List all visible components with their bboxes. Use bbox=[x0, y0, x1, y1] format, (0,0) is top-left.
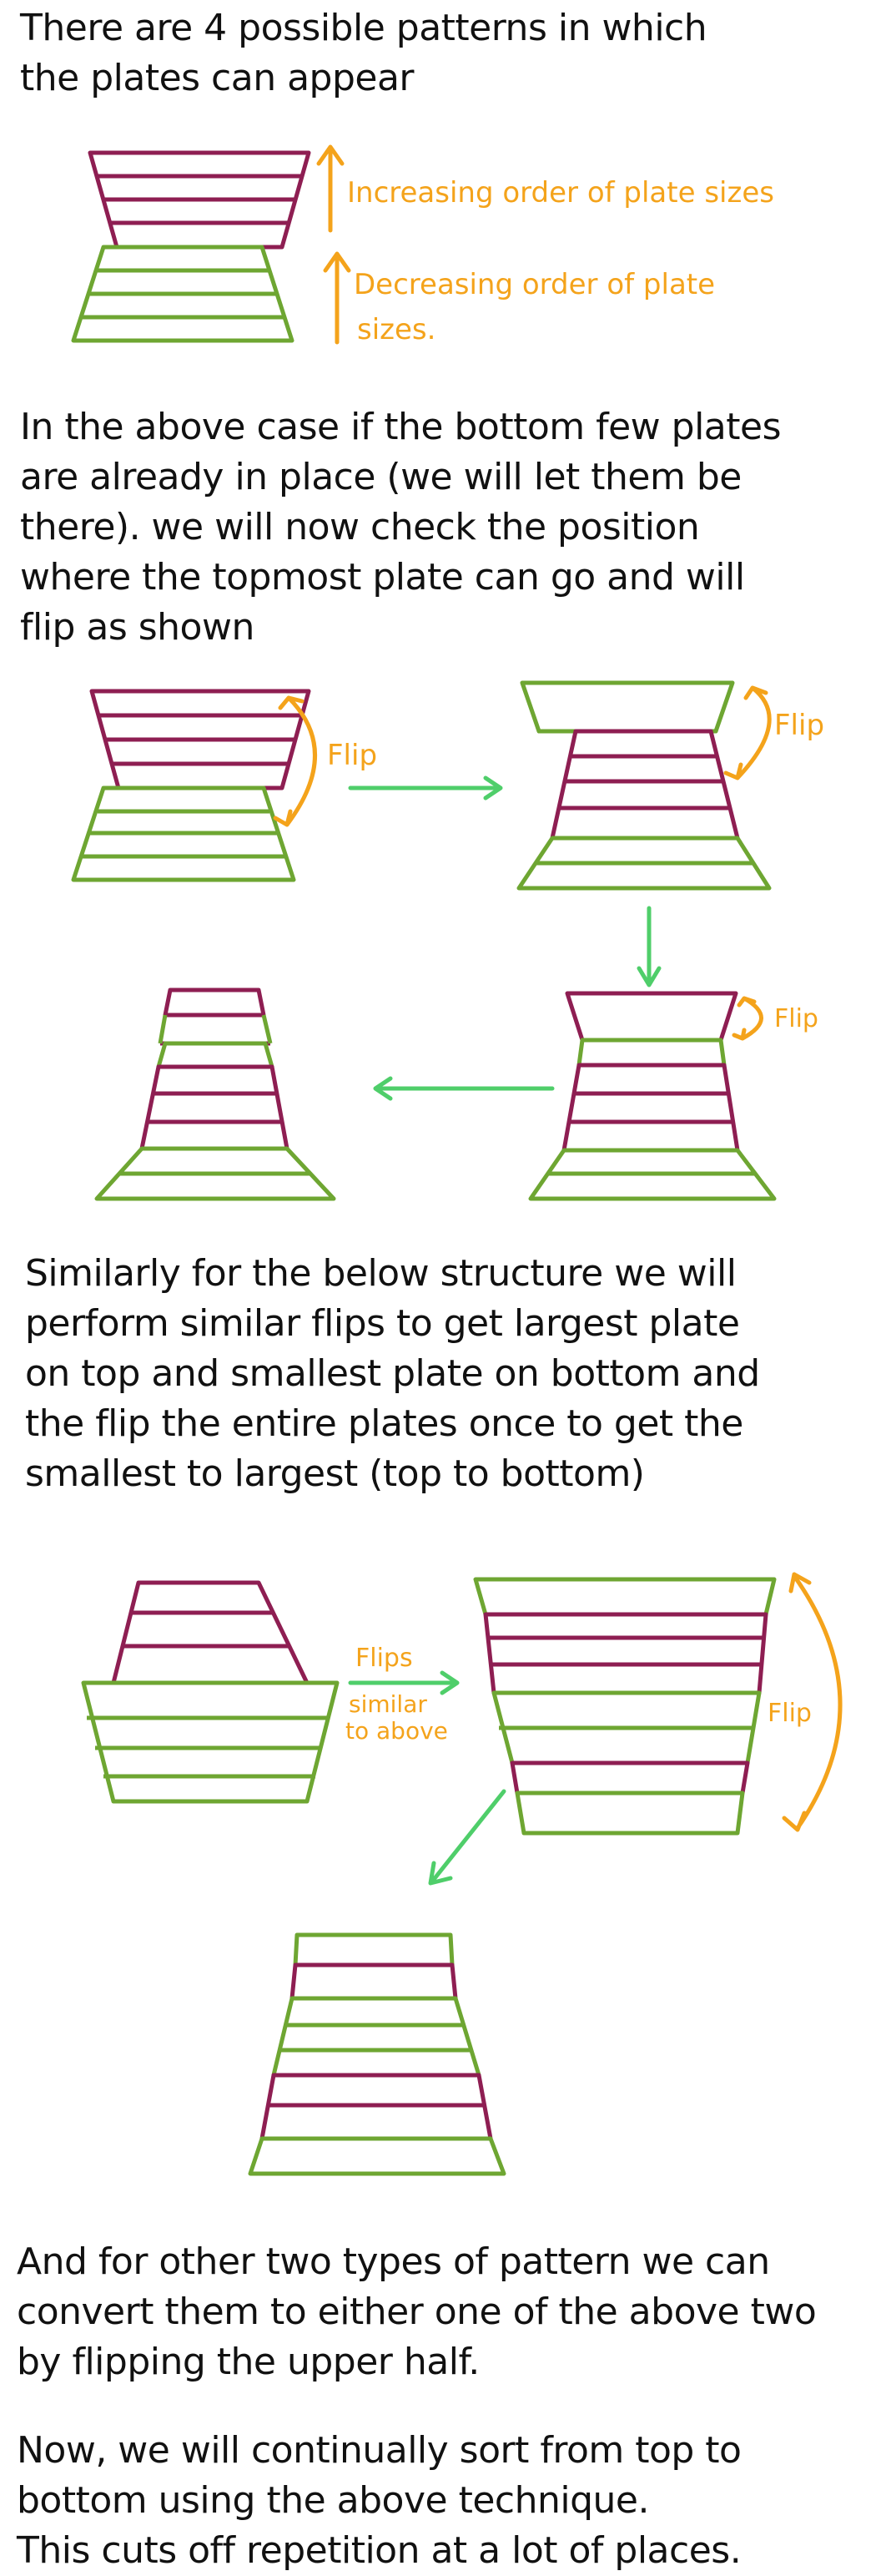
stage-c-green-bottom bbox=[528, 1148, 777, 1201]
paragraph-3: And for other two types of pattern we ca… bbox=[17, 2237, 817, 2387]
intro-line-2: the plates can appear bbox=[20, 57, 415, 99]
fig3-left-maroon bbox=[111, 1580, 310, 1685]
flip-curve-icon bbox=[732, 996, 763, 1041]
stage-a-maroon bbox=[89, 689, 311, 790]
fig1-up-arrows bbox=[316, 144, 351, 345]
fig3-bottom-green-1 bbox=[293, 1932, 455, 1967]
flip-curve-icon bbox=[273, 695, 317, 827]
fig1-maroon-stack bbox=[88, 150, 311, 250]
label-increasing: Increasing order of plate sizes bbox=[347, 176, 774, 210]
flips-label: Flips bbox=[355, 1644, 413, 1673]
fig3-bottom-maroon-2 bbox=[259, 2073, 493, 2141]
para2-line-5: smallest to largest (top to bottom) bbox=[25, 1452, 645, 1495]
para3-line-1: And for other two types of pattern we ca… bbox=[17, 2240, 770, 2283]
stage-b-green-bottom bbox=[516, 836, 772, 891]
label-decreasing-1: Decreasing order of plate bbox=[354, 268, 716, 301]
para3-line-2: convert them to either one of the above … bbox=[17, 2291, 817, 2333]
fig3-right-maroon-2 bbox=[510, 1760, 750, 1796]
right-arrow-icon bbox=[348, 1670, 460, 1695]
para1-line-2: are already in place (we will let them b… bbox=[20, 456, 742, 498]
label-decreasing-2: sizes. bbox=[357, 313, 436, 346]
fig3-right-green-2 bbox=[491, 1690, 762, 1765]
paragraph-4: Now, we will continually sort from top t… bbox=[17, 2426, 742, 2576]
para2-line-2: perform similar flips to get largest pla… bbox=[25, 1302, 740, 1345]
para2-line-1: Similarly for the below structure we wil… bbox=[25, 1252, 737, 1295]
para4-line-2: bottom using the above technique. bbox=[17, 2479, 649, 2522]
para2-line-4: the flip the entire plates once to get t… bbox=[25, 1402, 743, 1445]
fig3-bottom-green-3 bbox=[248, 2136, 506, 2176]
flip-curve-icon bbox=[782, 1572, 843, 1832]
fig3-right-maroon-1 bbox=[483, 1612, 768, 1695]
para2-line-3: on top and smallest plate on bottom and bbox=[25, 1352, 760, 1395]
similar-label-2: to above bbox=[345, 1717, 448, 1745]
stage-b-green-top bbox=[520, 680, 735, 734]
paragraph-2: Similarly for the below structure we wil… bbox=[25, 1249, 760, 1499]
similar-label-1: similar bbox=[349, 1690, 427, 1718]
fig1-green-stack bbox=[71, 245, 294, 343]
flip-label-4: Flip bbox=[768, 1699, 812, 1728]
stage-a-green bbox=[71, 785, 296, 882]
paragraph-1: In the above case if the bottom few plat… bbox=[20, 402, 782, 653]
flip-label-1: Flip bbox=[327, 739, 378, 772]
down-arrow-icon bbox=[637, 906, 662, 987]
para1-line-5: flip as shown bbox=[20, 606, 254, 649]
up-arrow-icon bbox=[316, 144, 345, 233]
flip-label-3: Flip bbox=[774, 1004, 818, 1033]
right-arrow-icon bbox=[348, 775, 503, 801]
fig3-right-green-3 bbox=[515, 1791, 745, 1836]
flip-label-2: Flip bbox=[774, 709, 825, 742]
para3-line-3: by flipping the upper half. bbox=[17, 2341, 480, 2383]
intro-line-1: There are 4 possible patterns in which bbox=[20, 7, 707, 49]
left-arrow-icon bbox=[373, 1076, 555, 1101]
flip-curve-icon bbox=[723, 685, 772, 780]
fig3-right-green-1 bbox=[473, 1577, 777, 1617]
fig3-bottom-green-2 bbox=[271, 1996, 481, 2078]
para1-line-3: there). we will now check the position bbox=[20, 506, 700, 548]
up-arrow-icon bbox=[323, 251, 351, 345]
para4-line-3: This cuts off repetition at a lot of pla… bbox=[17, 2529, 742, 2572]
stage-d-green-bottom bbox=[94, 1014, 336, 1201]
fig3-left-green bbox=[81, 1680, 340, 1804]
para1-line-1: In the above case if the bottom few plat… bbox=[20, 406, 782, 448]
fig3-bottom-maroon-1 bbox=[289, 1962, 458, 2001]
para1-line-4: where the topmost plate can go and will bbox=[20, 556, 745, 599]
para4-line-1: Now, we will continually sort from top t… bbox=[17, 2429, 742, 2472]
down-left-arrow-icon bbox=[428, 1789, 506, 1886]
intro-text: There are 4 possible patterns in which t… bbox=[20, 3, 707, 104]
